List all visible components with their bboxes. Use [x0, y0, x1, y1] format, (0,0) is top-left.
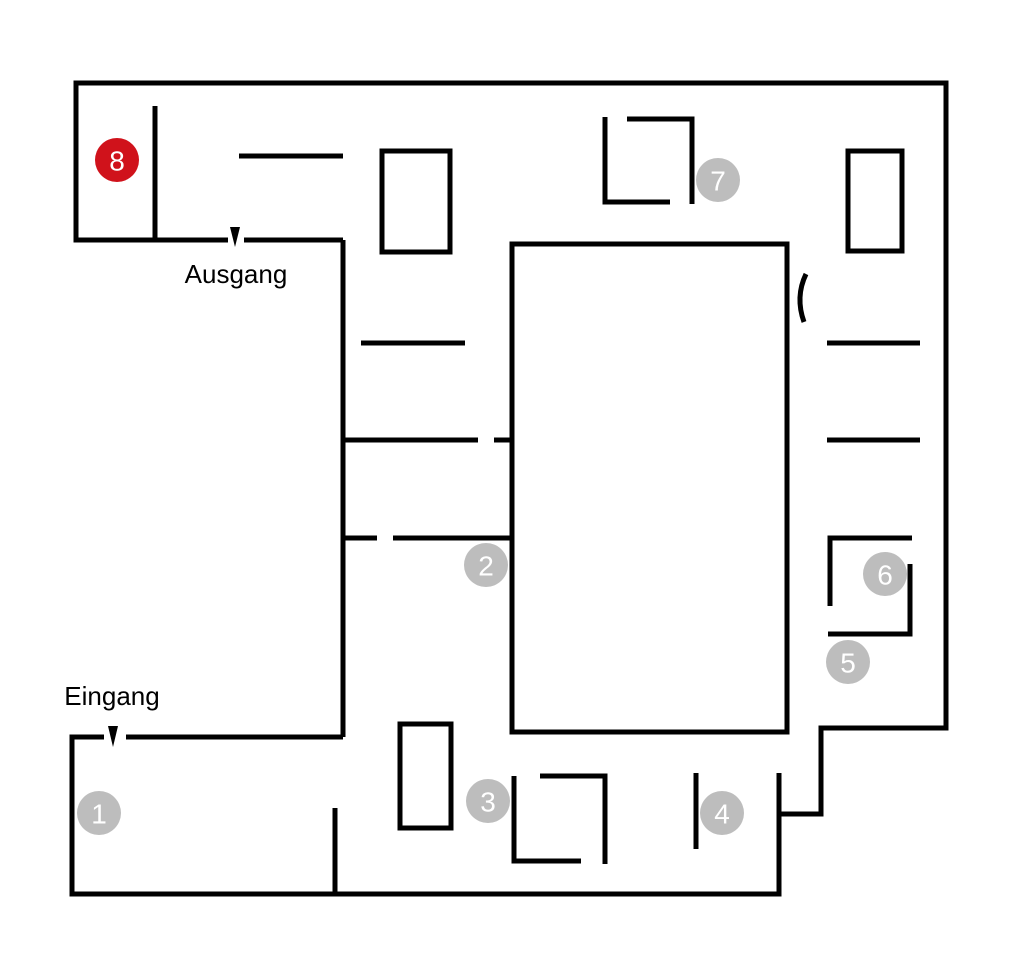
marker-3[interactable]: 3 [466, 779, 510, 823]
marker-7-number: 7 [710, 166, 726, 197]
marker-8[interactable]: 8 [95, 138, 139, 182]
exit-label: Ausgang [185, 259, 288, 289]
marker-3-number: 3 [480, 787, 496, 818]
marker-1-number: 1 [91, 799, 107, 830]
marker-6-number: 6 [877, 560, 893, 591]
marker-4-number: 4 [714, 799, 730, 830]
entrance-door-arrow-icon [108, 726, 118, 747]
marker-4[interactable]: 4 [700, 791, 744, 835]
outer-walls [69, 80, 949, 897]
marker-2[interactable]: 2 [464, 543, 508, 587]
marker-5[interactable]: 5 [826, 640, 870, 684]
marker-1[interactable]: 1 [77, 791, 121, 835]
exit-door-arrow-icon [230, 227, 240, 247]
interior-walls [152, 106, 920, 894]
marker-7[interactable]: 7 [696, 158, 740, 202]
marker-5-number: 5 [840, 648, 856, 679]
marker-6[interactable]: 6 [863, 552, 907, 596]
marker-2-number: 2 [478, 551, 494, 582]
entrance-label: Eingang [64, 681, 159, 711]
marker-8-number: 8 [109, 146, 125, 177]
